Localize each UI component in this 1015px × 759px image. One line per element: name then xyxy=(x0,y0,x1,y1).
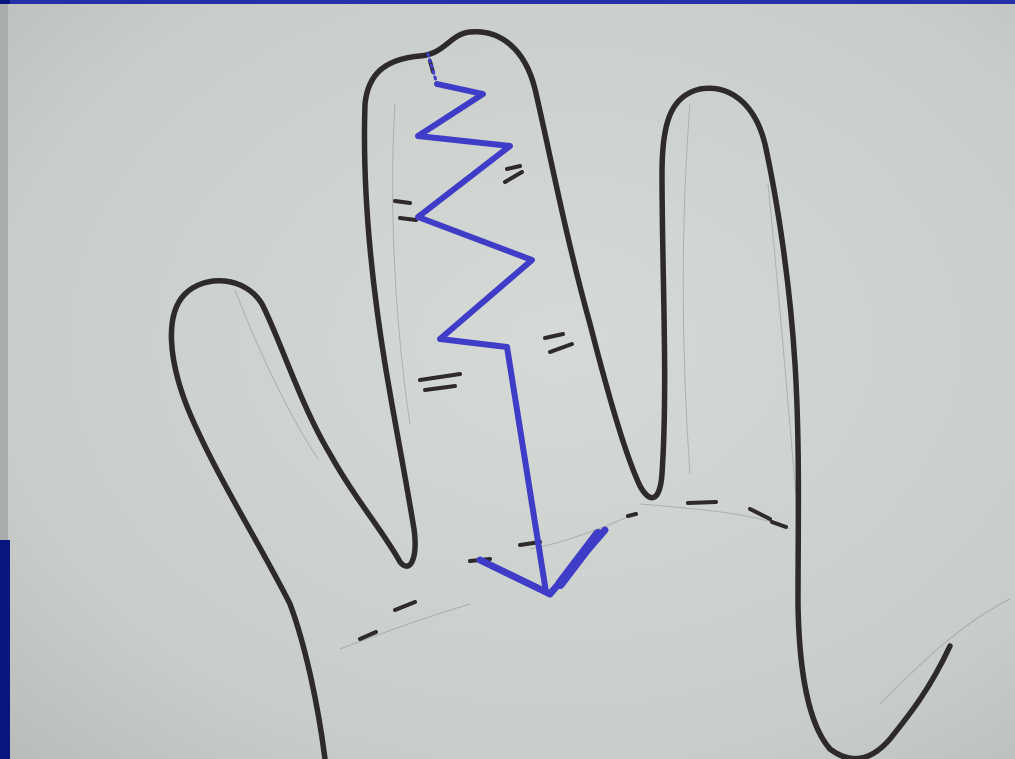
crease-mark xyxy=(400,218,416,220)
paper-edge-left xyxy=(0,4,8,540)
paper-background xyxy=(0,4,1015,759)
crease-mark xyxy=(688,502,716,503)
frame-strip-left xyxy=(0,540,10,759)
paper-sheet xyxy=(0,4,1015,759)
crease-mark xyxy=(395,201,410,203)
hand-drawing xyxy=(0,4,1015,759)
crease-mark xyxy=(628,514,636,516)
